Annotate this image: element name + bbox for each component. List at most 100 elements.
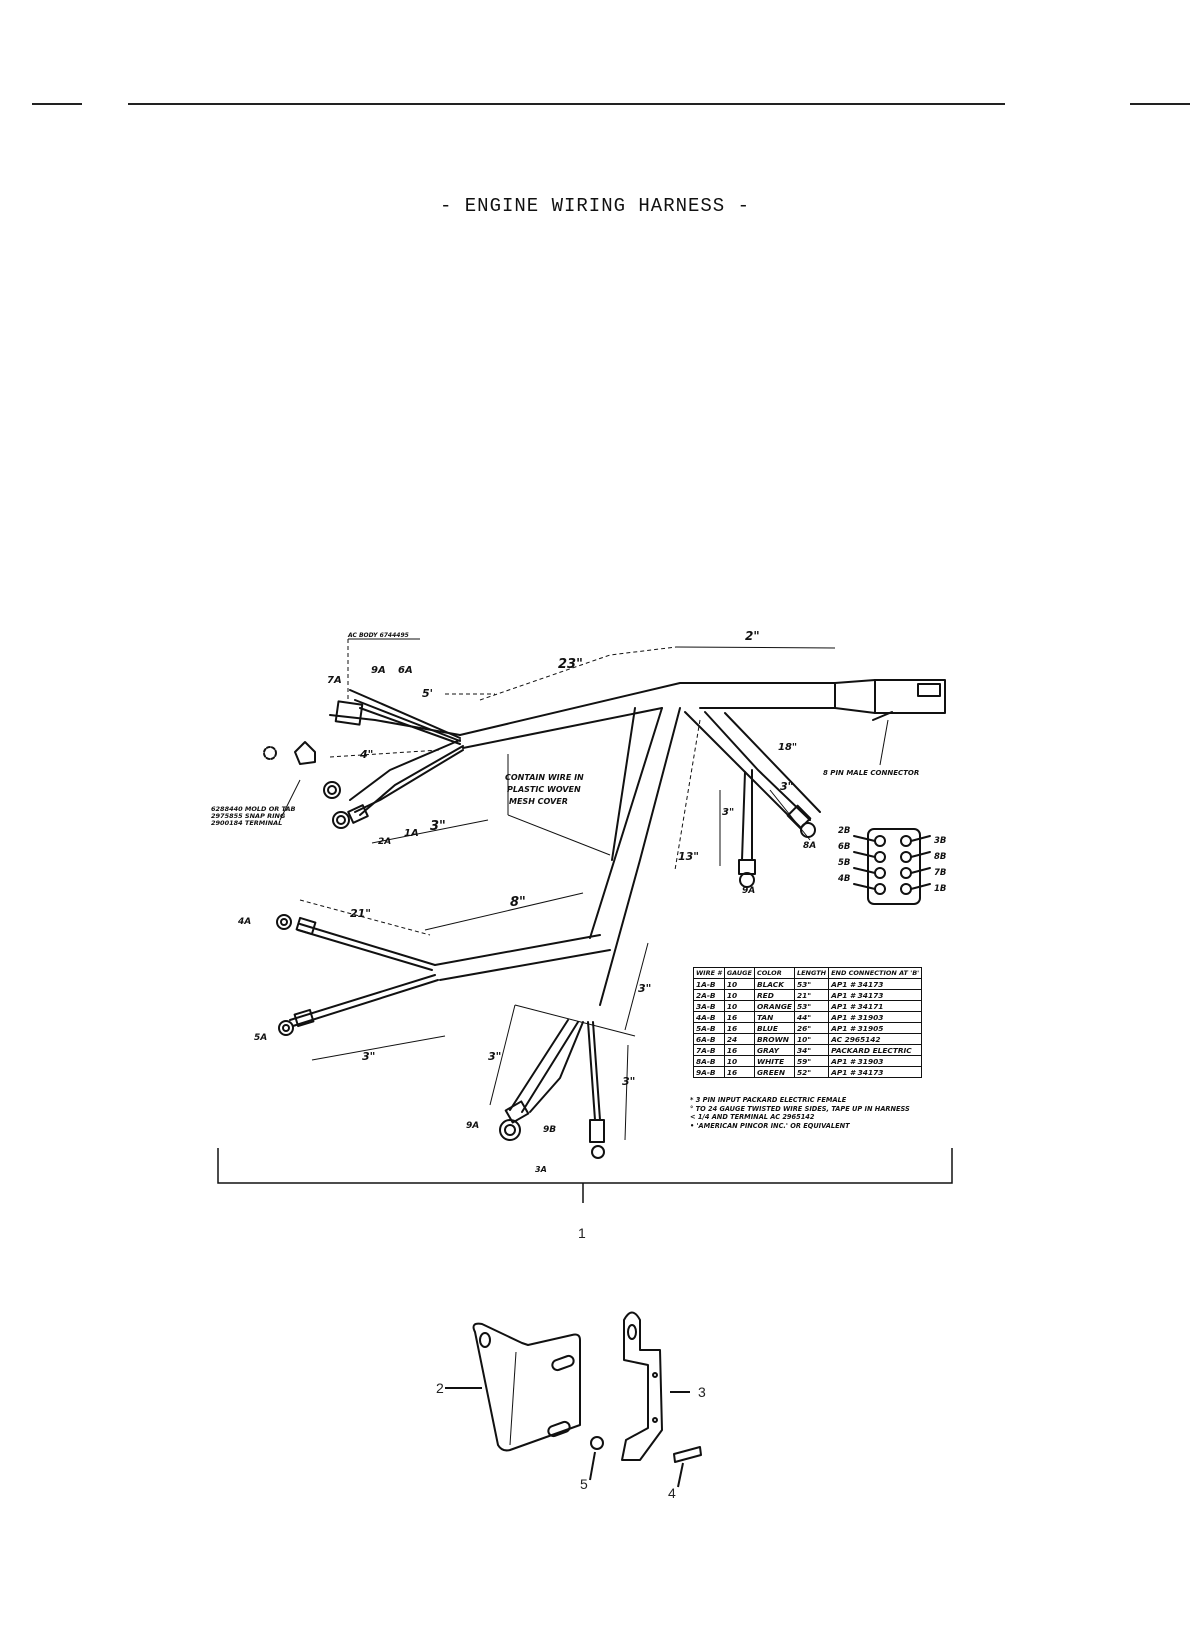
cell: 1A-B (693, 978, 725, 990)
cell: 24 (723, 1033, 755, 1045)
cell: RED (753, 989, 795, 1001)
svg-text:2900184 TERMINAL: 2900184 TERMINAL (211, 819, 282, 827)
svg-text:18": 18" (778, 742, 797, 753)
svg-text:5': 5' (422, 687, 433, 700)
cell: 5A-B (693, 1022, 725, 1034)
footnote: < 1/4 AND TERMINAL AC 2965142 (690, 1113, 815, 1121)
eight-pin-connector (834, 679, 876, 714)
callout-bolt: 4 (668, 1485, 676, 1501)
cell: 10" (793, 1033, 830, 1045)
svg-text:2975855 SNAP RING: 2975855 SNAP RING (211, 812, 286, 820)
cell: 10 (723, 1000, 755, 1012)
top-rule-main (128, 103, 1005, 105)
harness-trunk (459, 682, 836, 736)
pin-label-4b: 4B (837, 874, 850, 884)
cell: 16 (723, 1011, 755, 1023)
cell: AC 2965142 (828, 1033, 923, 1045)
svg-text:3": 3" (780, 780, 793, 793)
page-title: - ENGINE WIRING HARNESS - (439, 195, 751, 217)
cell: 8A-B (693, 1055, 725, 1067)
svg-text:MESH COVER: MESH COVER (509, 797, 568, 806)
pin-label-7b: 7B (934, 868, 946, 878)
svg-text:CONTAIN WIRE IN: CONTAIN WIRE IN (505, 773, 584, 782)
assembly-bracket (217, 1148, 953, 1184)
cell: PACKARD ELECTRIC (828, 1044, 923, 1056)
pin-label-6b: 6B (838, 842, 850, 852)
pin-label-2b: 2B (838, 826, 850, 836)
cell: GRAY (753, 1044, 795, 1056)
cell: BROWN (753, 1033, 795, 1045)
cell: 26" (793, 1022, 830, 1034)
cell: TAN (753, 1011, 795, 1023)
callout-harness: 1 (578, 1225, 586, 1241)
callout-bracket-small: 3 (698, 1384, 706, 1400)
top-rule-left (32, 103, 82, 105)
cell: AP1 # 34173 (828, 1066, 923, 1078)
svg-text:3A: 3A (535, 1165, 547, 1174)
cell: 53" (793, 1000, 830, 1012)
small-bracket (621, 1311, 663, 1461)
svg-text:9B: 9B (543, 1125, 556, 1135)
cell: BLACK (753, 978, 795, 990)
svg-text:PLASTIC WOVEN: PLASTIC WOVEN (507, 785, 581, 794)
header-length: LENGTH (793, 967, 830, 979)
callout-nut: 5 (580, 1476, 588, 1492)
svg-text:9A: 9A (742, 886, 755, 896)
cell: GREEN (753, 1066, 795, 1078)
cell: WHITE (753, 1055, 795, 1067)
cell: 10 (723, 978, 755, 990)
svg-text:2A: 2A (378, 837, 391, 847)
cell: 53" (793, 978, 830, 990)
footnote: * 3 PIN INPUT PACKARD ELECTRIC FEMALE (690, 1096, 847, 1104)
svg-text:5A: 5A (254, 1033, 267, 1043)
svg-text:13": 13" (678, 850, 699, 863)
wire-table-header: WIRE # GAUGE COLOR LENGTH END CONNECTION… (693, 967, 923, 979)
cell: AP1 # 34171 (828, 1000, 923, 1012)
svg-text:3": 3" (488, 1050, 501, 1063)
svg-text:2": 2" (745, 629, 760, 643)
cell: AP1 # 31905 (828, 1022, 923, 1034)
footnote: • 'AMERICAN PINCOR INC.' OR EQUIVALENT (690, 1121, 850, 1130)
body-part-label: AC BODY 6744495 (347, 632, 409, 639)
pin-label-3b: 3B (934, 836, 946, 846)
pin-label-5b: 5B (838, 858, 850, 868)
cell: AP1 # 31903 (828, 1011, 923, 1023)
svg-text:1A: 1A (404, 828, 419, 839)
svg-text:4A: 4A (237, 917, 251, 927)
cell: 4A-B (693, 1011, 725, 1023)
wire-label-9a: 9A (371, 665, 386, 676)
cell: 34" (793, 1044, 830, 1056)
cell: 10 (723, 989, 755, 1001)
header-wire: WIRE # (693, 967, 725, 979)
pin-label-8b: 8B (934, 852, 946, 862)
cell: 10 (723, 1055, 755, 1067)
cell: AP1 # 31903 (828, 1055, 923, 1067)
cell: 9A-B (693, 1066, 725, 1078)
svg-text:9A: 9A (466, 1121, 479, 1131)
cell: 7A-B (693, 1044, 725, 1056)
cell: AP1 # 34173 (828, 989, 923, 1001)
cell: BLUE (753, 1022, 795, 1034)
cell: AP1 # 34173 (828, 978, 923, 990)
svg-text:8 PIN MALE CONNECTOR: 8 PIN MALE CONNECTOR (823, 769, 919, 777)
wire-label-7a: 7A (327, 675, 342, 686)
cell: 52" (793, 1066, 830, 1078)
svg-text:4": 4" (359, 748, 373, 761)
svg-text:3": 3" (722, 807, 734, 818)
nut (590, 1436, 604, 1450)
cell: 21" (793, 989, 830, 1001)
svg-text:21": 21" (350, 907, 371, 920)
cell: 16 (723, 1066, 755, 1078)
bolt (673, 1446, 702, 1463)
cell: 16 (723, 1044, 755, 1056)
table-footnotes: * 3 PIN INPUT PACKARD ELECTRIC FEMALE ° … (690, 1096, 950, 1130)
